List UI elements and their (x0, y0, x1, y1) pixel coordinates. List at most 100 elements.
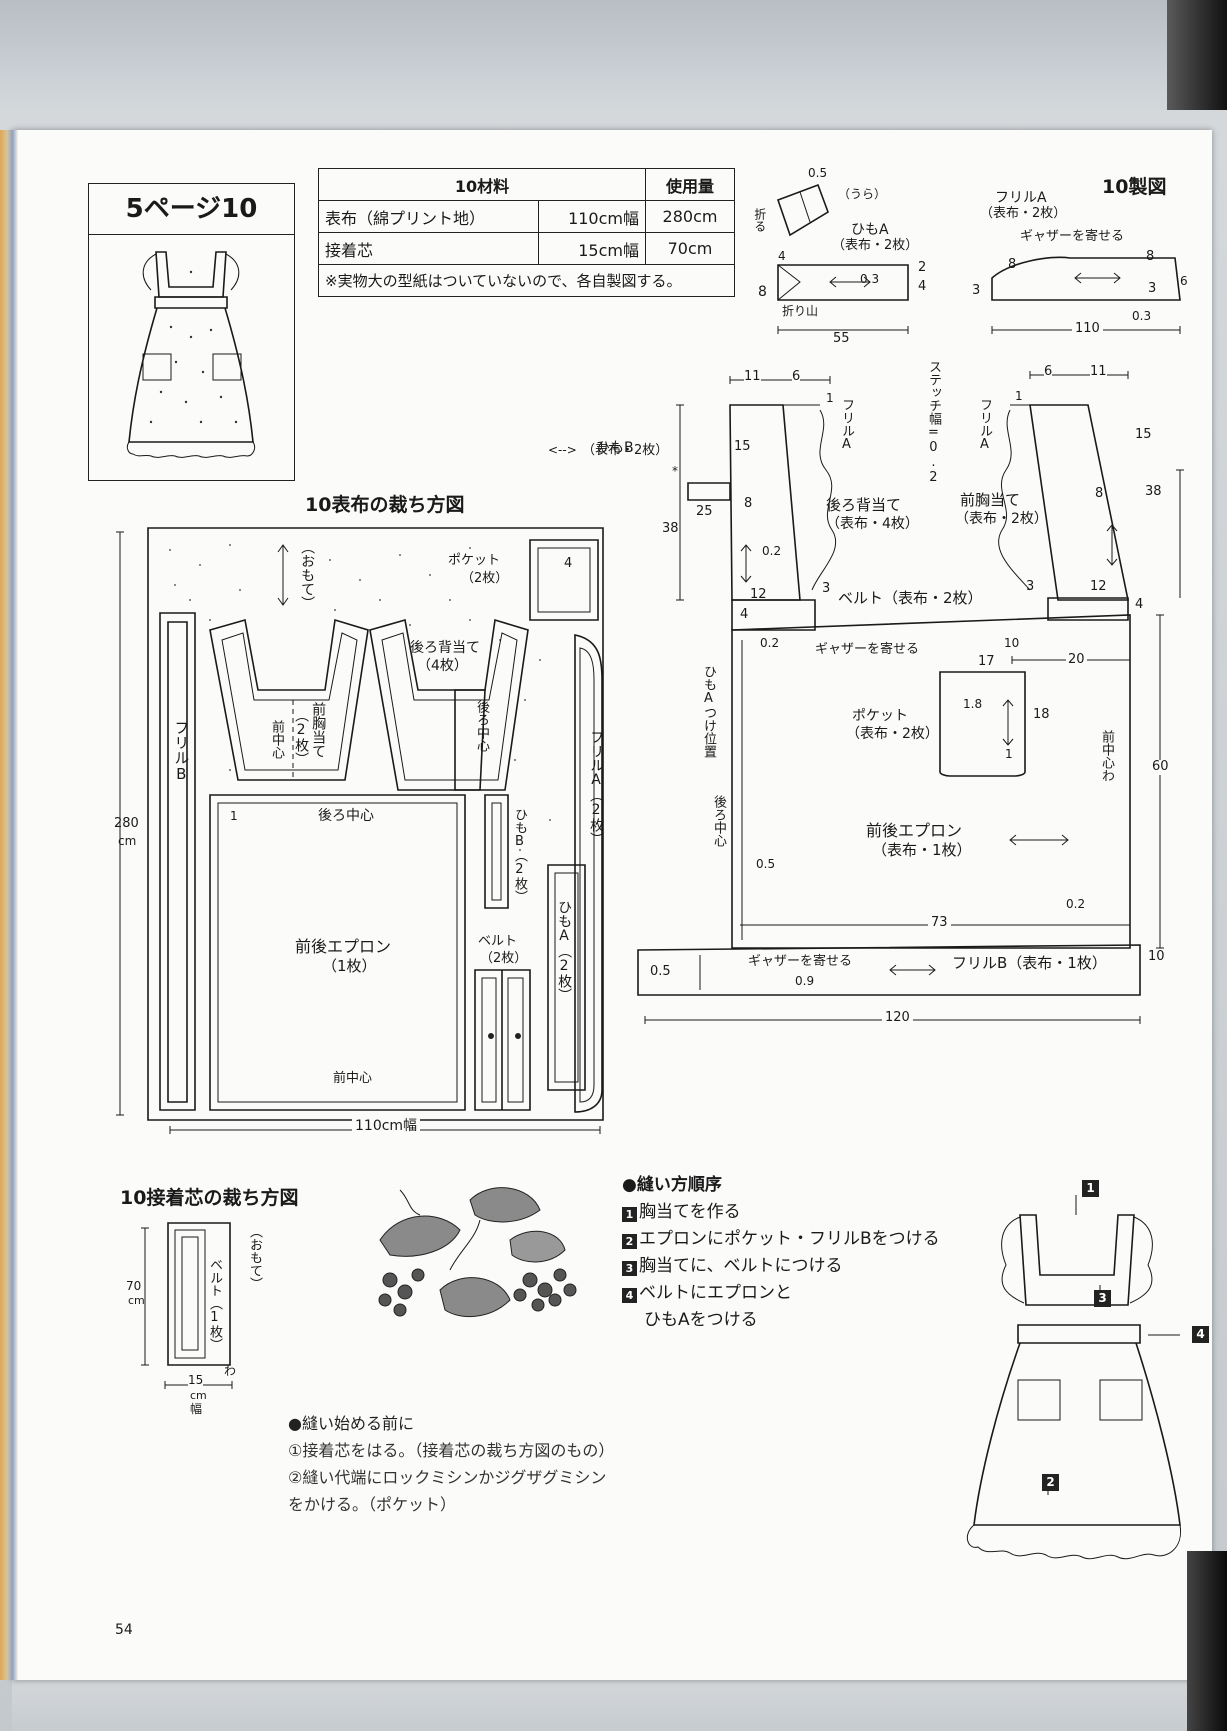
step-number: 4 (622, 1288, 637, 1303)
draft-dim-25: 25 (696, 504, 713, 519)
draft-dim-3a: 3 (972, 283, 981, 298)
before-sewing-notes: ●縫い始める前に ①接着芯をはる。（接着芯の裁ち方図のもの） ②縫い代端にロック… (288, 1410, 614, 1518)
table-row: 表布（綿プリント地） 110cm幅 280cm (317, 200, 735, 233)
fabric-length-unit: cm (118, 834, 137, 848)
before-sewing-line: ②縫い代端にロックミシンかジグザグミシン (288, 1468, 607, 1487)
draft-dim-55: 55 (833, 331, 850, 346)
before-sewing-title: ●縫い始める前に (288, 1414, 414, 1433)
draft-dim-2a: 2 (918, 260, 927, 275)
draft-gather-label-3: ギャザーを寄せる (748, 954, 853, 969)
drafting-title: 10製図 (1102, 176, 1167, 198)
fabric-layout-title: 10表布の裁ち方図 (305, 494, 465, 516)
fabric-back-bib-count: （4枚） (417, 658, 468, 674)
interfacing-belt-label: ベルト（1枚） (206, 1258, 222, 1351)
draft-dim-05c: 0.5 (650, 964, 671, 979)
draft-ruffle-vertical-right: フリルA (976, 398, 992, 452)
draft-dim-3b: 3 (1148, 281, 1157, 296)
interfacing-length-value: 70 (126, 1279, 142, 1293)
fabric-pocket-count: （2枚） (461, 571, 509, 586)
draft-fold-mountain: 折り山 (782, 304, 819, 318)
draft-dim-20: 20 (1066, 652, 1087, 668)
draft-dim-15a: 15 (734, 439, 751, 454)
draft-dim-8e: 8 (1095, 486, 1104, 501)
draft-dim-110: 110 (1072, 321, 1103, 337)
draft-dim-1b: 1 (1015, 389, 1023, 403)
step-text: ひもAをつける (644, 1310, 758, 1330)
draft-dim-03b: 0.3 (1132, 309, 1152, 323)
draft-dim-03a: 0.3 (860, 272, 880, 286)
fabric-back-center-label: 後ろ中心 (318, 808, 374, 824)
draft-dim-02b: 0.2 (760, 636, 780, 650)
fabric-width-value: 110cm幅 (352, 1118, 421, 1135)
draft-ruffle-a-label: フリルA (995, 190, 1047, 206)
draft-dim-8a: 8 (758, 284, 767, 300)
step-number: 3 (622, 1261, 637, 1276)
draft-tie-b-count: （表布・2枚） (582, 443, 669, 458)
draft-dim-12a: 12 (750, 587, 767, 602)
fabric-apron-count: （1枚） (322, 957, 377, 975)
draft-dim-18: 18 (1033, 707, 1050, 722)
materials-table: 10材料 使用量 表布（綿プリント地） 110cm幅 280cm 接着芯 15c… (317, 168, 735, 297)
draft-dim-11a: 11 (744, 369, 761, 385)
draft-dim-17: 17 (978, 654, 995, 669)
interfacing-length-unit: cm (128, 1294, 145, 1307)
draft-dim-11b: 11 (1090, 364, 1107, 380)
draft-front-center-fold: 前中心わ (1098, 730, 1114, 782)
fabric-omote-label: （おもて） (299, 540, 316, 610)
draft-dim-38b: 38 (1145, 484, 1162, 499)
material-width: 110cm幅 (538, 200, 646, 233)
fabric-front-bib-count: （2枚） (293, 708, 310, 766)
draft-dim-1a: 1 (826, 391, 834, 405)
draft-dim-8d: 8 (744, 496, 753, 511)
fabric-back-center-bib-label: 後ろ中心 (473, 700, 489, 752)
draft-tie-a-count: （表布・2枚） (832, 238, 919, 253)
fabric-ruffle-b-label: フリルB (172, 720, 191, 783)
fabric-ruffle-a-label: フリルA（2枚） (588, 730, 605, 846)
fabric-front-bib-label: 前胸当て (310, 702, 327, 758)
before-sewing-line: をかける。（ポケット） (288, 1495, 457, 1514)
before-sewing-line: ①接着芯をはる。（接着芯の裁ち方図のもの） (288, 1441, 615, 1460)
fabric-length-value: 280 (114, 816, 139, 831)
fabric-apron-label: 前後エプロン (295, 937, 392, 956)
step-tag-1: 1 (1082, 1180, 1099, 1197)
draft-dim-6a: 6 (1180, 274, 1188, 288)
scan-edge-corner (1187, 1551, 1227, 1731)
draft-dim-10a: 10 (1004, 636, 1020, 650)
draft-dim-3c: 3 (822, 581, 831, 596)
step-text: 胸当てに、ベルトにつける (639, 1256, 843, 1276)
fabric-four-label: 4 (564, 556, 573, 571)
draft-star-mark: * (672, 464, 678, 478)
draft-dim-73: 73 (928, 915, 951, 931)
draft-front-bib-label: 前胸当て (960, 491, 1021, 509)
draft-fold-note: （うら） (838, 187, 887, 201)
step-text: エプロンにポケット・フリルBをつける (639, 1229, 940, 1249)
draft-dim-8b: 8 (1008, 257, 1017, 272)
draft-tie-a-label: ひもA (851, 222, 889, 238)
fabric-front-center-bottom: 前中心 (333, 1071, 373, 1086)
draft-dim-15b: 15 (1135, 427, 1152, 442)
step-text: 胸当てを作る (639, 1202, 741, 1222)
fabric-seam-one: 1 (230, 809, 238, 823)
table-row: 接着芯 15cm幅 70cm (317, 232, 735, 265)
step-tag-3: 3 (1094, 1290, 1111, 1307)
draft-dim-02c: 0.2 (1066, 897, 1086, 911)
draft-ruffle-vertical-left: フリルA (838, 398, 854, 452)
draft-back-bib-count: （表布・4枚） (826, 516, 919, 532)
draft-apron-label: 前後エプロン (866, 821, 963, 840)
book-spine (0, 130, 18, 1680)
fabric-back-bib-label: 後ろ背当て (410, 640, 480, 656)
page-number: 54 (115, 1622, 133, 1638)
fabric-tie-a-label: ひもA（2枚） (556, 900, 573, 1002)
grape-illustration-icon (378, 1187, 577, 1318)
draft-pocket-label: ポケット (852, 708, 908, 724)
draft-dim-8c: 8 (1146, 249, 1155, 264)
list-item: ひもAをつける (622, 1307, 940, 1334)
draft-dim-120: 120 (882, 1010, 913, 1026)
draft-dim-02a: 0.2 (762, 544, 782, 558)
interfacing-fold-mark: わ (224, 1364, 237, 1378)
